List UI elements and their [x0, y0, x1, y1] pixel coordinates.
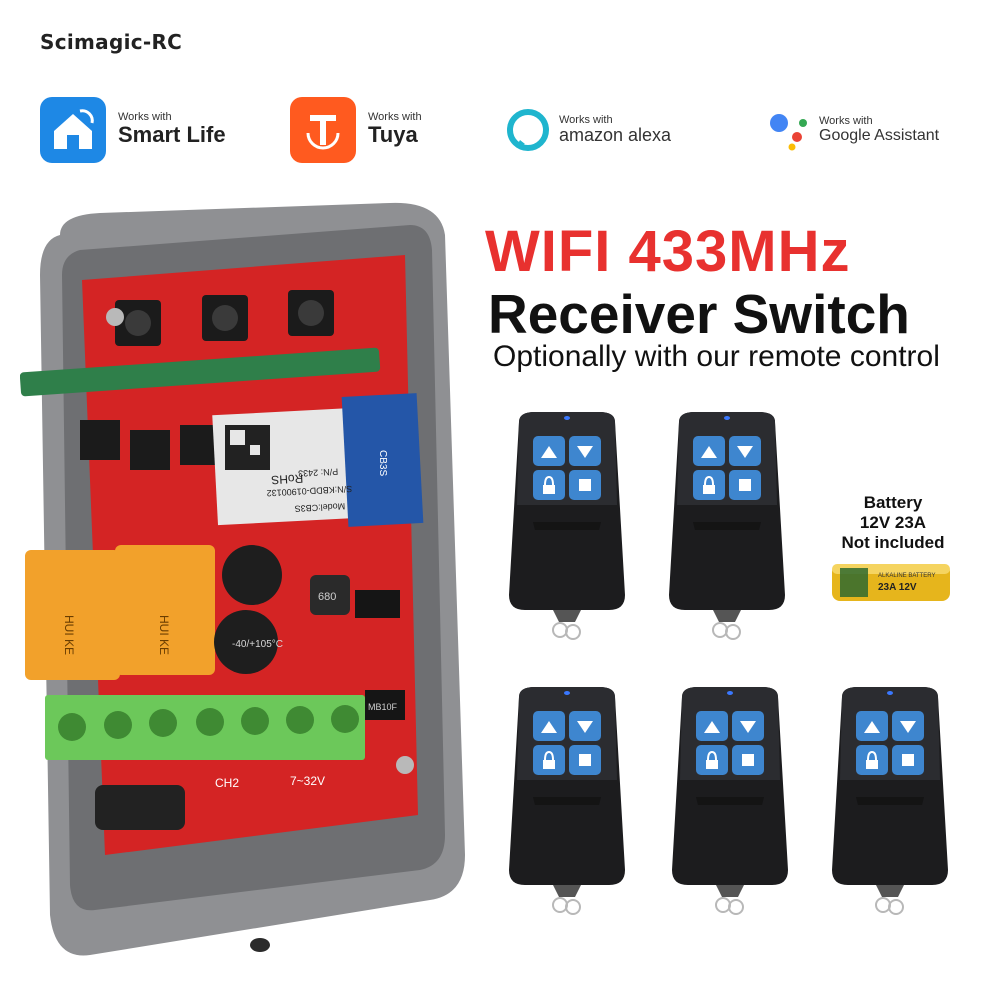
remote-2 [669, 412, 785, 640]
lock-icon [706, 760, 718, 769]
relay-brand-label: HUI KE [157, 615, 171, 655]
battery-label-main: 23A 12V [878, 582, 917, 593]
battery-label: Battery [863, 493, 923, 512]
badge-title: Tuya [368, 122, 418, 148]
brand-name: Scimagic-RC [40, 30, 183, 54]
battery-label-top: ALKALINE BATTERY [878, 573, 935, 579]
arrow-up-icon [704, 721, 720, 733]
receiver-device: RoHS P/N: 2433 S/N:KBDD-01900132 Model:C… [20, 202, 465, 956]
relay-1 [25, 550, 120, 680]
battery-not-included: Not included [841, 533, 945, 552]
capacitor-label: -40/+105°C [232, 639, 283, 650]
arrow-down-icon [900, 721, 916, 733]
key-ring-icon [552, 897, 568, 913]
remote-5 [832, 687, 948, 915]
google-assistant-dots-icon [770, 114, 807, 151]
rf-antenna-board [20, 347, 381, 397]
arrow-down-icon [577, 446, 593, 458]
bridge-rectifier [365, 690, 405, 720]
square-icon [579, 479, 591, 491]
relay-brand-label: HUI KE [62, 615, 76, 655]
module-sn-label: S/N:KBDD-01900132 [266, 484, 352, 498]
key-ring-icon [712, 622, 728, 638]
battery-23a-icon: ALKALINE BATTERY 23A 12V [832, 564, 950, 601]
badge-google-assistant: Works with Google Assistant [765, 95, 939, 165]
arrow-up-icon [701, 446, 717, 458]
arrow-down-icon [737, 446, 753, 458]
badge-small-text: Works with [368, 111, 422, 124]
arrow-down-icon [740, 721, 756, 733]
module-pn-label: P/N: 2433 [298, 467, 338, 479]
wifi-antenna [341, 393, 424, 527]
battery-spec: 12V 23A [859, 513, 927, 532]
square-icon [739, 479, 751, 491]
headline-receiver-switch: Receiver Switch [488, 283, 910, 345]
tuya-t-icon [290, 97, 356, 163]
badge-title: Google Assistant [819, 126, 940, 144]
badge-small-text: Works with [118, 111, 172, 124]
alexa-ring-icon [507, 109, 549, 151]
badge-small-text: Works with [559, 113, 613, 126]
inductor [310, 575, 350, 615]
lock-icon [703, 485, 715, 494]
arrow-up-icon [541, 446, 557, 458]
remote-4 [672, 687, 788, 915]
relay-2 [115, 545, 215, 675]
lock-icon [543, 760, 555, 769]
mount-hole [250, 938, 270, 952]
terminal-voltage-label: 7~32V [290, 774, 325, 788]
square-icon [579, 754, 591, 766]
key-ring-icon [552, 622, 568, 638]
module-chip-label: CB3S [377, 450, 388, 476]
arrow-down-icon [577, 721, 593, 733]
terminal-ch2-label: CH2 [215, 776, 239, 790]
badge-alexa: Works with amazon alexa [505, 95, 671, 165]
capacitor-2 [214, 610, 278, 674]
lock-icon [543, 485, 555, 494]
headline-wifi-433mhz: WIFI 433MHz [485, 219, 851, 284]
smart-life-home-icon [40, 97, 106, 163]
badge-smart-life: Works with Smart Life [40, 95, 226, 165]
square-icon [742, 754, 754, 766]
headline-remote-note: Optionally with our remote control [493, 340, 940, 373]
square-icon [902, 754, 914, 766]
key-ring-icon [715, 897, 731, 913]
badge-title: amazon alexa [559, 124, 672, 145]
arrow-up-icon [541, 721, 557, 733]
badge-small-text: Works with [819, 114, 873, 127]
capacitor-1 [222, 545, 282, 605]
remote-1 [509, 412, 625, 640]
module-rohs-label: RoHS [271, 471, 304, 487]
arrow-up-icon [864, 721, 880, 733]
badge-tuya: Works with Tuya [290, 95, 422, 165]
remote-3 [509, 687, 625, 915]
rectifier-label: MB10F [368, 702, 398, 712]
module-model-label: Model:CB3S [294, 501, 345, 514]
lock-icon [866, 760, 878, 769]
battery-note: Battery 12V 23A Not included [828, 493, 958, 553]
badge-title: Smart Life [118, 122, 226, 148]
antenna-coil [95, 785, 185, 830]
inductor-label: 680 [318, 591, 336, 603]
key-ring-icon [875, 897, 891, 913]
ic-chip [355, 590, 400, 618]
